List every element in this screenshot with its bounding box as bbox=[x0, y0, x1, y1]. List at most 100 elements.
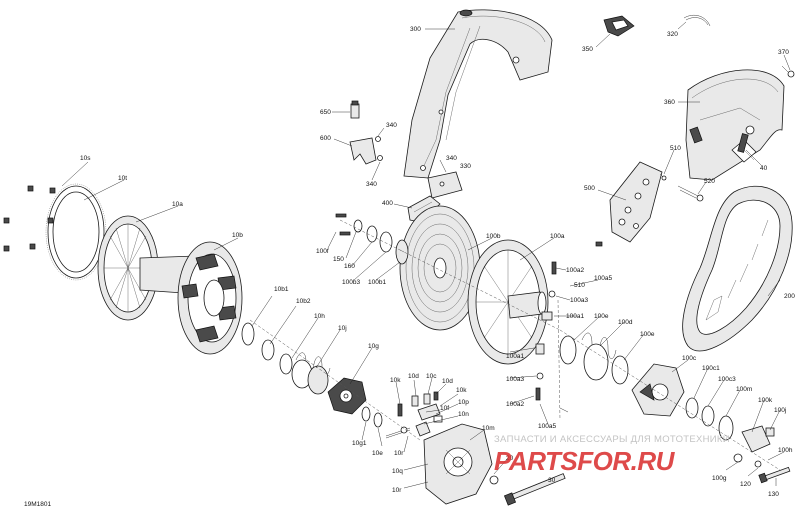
belt-guard-300 bbox=[403, 9, 553, 179]
label-340-right: 340 bbox=[446, 155, 457, 162]
label-10g1: 10g1 bbox=[352, 440, 367, 447]
label-370: 370 bbox=[778, 49, 789, 56]
label-10b: 10b bbox=[232, 232, 243, 239]
label-130: 130 bbox=[768, 491, 779, 498]
watermark: ЗАПЧАСТИ И АКСЕССУАРЫ ДЛЯ МОТОТЕХНИКИ PA… bbox=[494, 434, 730, 476]
spring-10h bbox=[279, 352, 331, 389]
label-10d-2: 10d bbox=[442, 378, 453, 385]
label-160: 160 bbox=[344, 263, 355, 270]
label-100f: 100f bbox=[316, 248, 329, 255]
cam-100c bbox=[631, 363, 685, 417]
label-100a5: 100a5 bbox=[594, 275, 612, 282]
washers-driven bbox=[335, 213, 409, 265]
label-100a1: 100a1 bbox=[566, 313, 584, 320]
label-10t: 10t bbox=[118, 175, 127, 182]
label-10d: 10d bbox=[408, 373, 419, 380]
label-520: 520 bbox=[704, 178, 715, 185]
label-100b1: 100b1 bbox=[368, 279, 386, 286]
label-10k: 10k bbox=[390, 377, 401, 384]
label-510-mid: 510 bbox=[574, 282, 585, 289]
label-100e-2: 100e bbox=[640, 331, 655, 338]
label-320: 320 bbox=[667, 31, 678, 38]
label-10f: 10f bbox=[440, 405, 449, 412]
label-120: 120 bbox=[740, 481, 751, 488]
hardware-10k-10r bbox=[385, 391, 443, 439]
label-340-lower: 340 bbox=[366, 181, 377, 188]
movable-sheave-10b bbox=[177, 241, 243, 355]
label-650: 650 bbox=[320, 109, 331, 116]
label-100a2: 100a2 bbox=[566, 267, 584, 274]
label-100m: 100m bbox=[736, 386, 752, 393]
label-100a5-b: 100a5 bbox=[538, 423, 556, 430]
label-10e: 10e bbox=[372, 450, 383, 457]
label-340-top: 340 bbox=[386, 122, 397, 129]
pin-510 bbox=[659, 173, 667, 181]
label-10m: 10m bbox=[482, 425, 495, 432]
label-10k-2: 10k bbox=[456, 387, 467, 394]
hardware-100a bbox=[535, 241, 603, 413]
label-10n: 10n bbox=[458, 411, 469, 418]
part-320 bbox=[683, 15, 711, 27]
fastener-340b bbox=[377, 155, 383, 161]
governor-10g bbox=[327, 377, 367, 415]
assembly-axes bbox=[249, 219, 781, 471]
label-100b: 100b bbox=[486, 233, 501, 240]
label-100g: 100g bbox=[712, 475, 727, 482]
driven-fixed-sheave-100a bbox=[467, 239, 549, 365]
cup-10j bbox=[307, 365, 329, 395]
cam-plate-500 bbox=[609, 161, 663, 243]
label-20: 20 bbox=[506, 455, 514, 462]
label-100h: 100h bbox=[778, 447, 793, 454]
label-600: 600 bbox=[320, 135, 331, 142]
part-40 bbox=[737, 133, 749, 153]
label-500: 500 bbox=[584, 185, 595, 192]
label-150: 150 bbox=[333, 256, 344, 263]
label-330: 330 bbox=[460, 163, 471, 170]
ring-gear-10t bbox=[45, 183, 107, 281]
bracket-600 bbox=[349, 137, 377, 165]
clip-650 bbox=[350, 100, 360, 119]
label-10r: 10r bbox=[394, 450, 404, 457]
label-10j: 10j bbox=[338, 325, 347, 332]
bolt-370 bbox=[781, 65, 795, 78]
label-100a3: 100a3 bbox=[570, 297, 588, 304]
label-100d: 100d bbox=[618, 319, 633, 326]
label-10p: 10p bbox=[458, 399, 469, 406]
driven-sheave-100b bbox=[399, 205, 481, 331]
label-300: 300 bbox=[410, 26, 421, 33]
ring-10b2 bbox=[261, 339, 275, 361]
washer-10b1 bbox=[241, 322, 255, 346]
label-510: 510 bbox=[670, 145, 681, 152]
label-100c1: 100c1 bbox=[702, 365, 720, 372]
cover-20 bbox=[423, 423, 493, 505]
label-10b1: 10b1 bbox=[274, 286, 289, 293]
label-10b2: 10b2 bbox=[296, 298, 311, 305]
leader-lines bbox=[61, 21, 791, 489]
label-10s: 10s bbox=[80, 155, 91, 162]
washer-100c3 bbox=[701, 405, 715, 427]
label-100j: 100j bbox=[774, 407, 786, 414]
drive-belt-200 bbox=[682, 185, 793, 352]
label-100k: 100k bbox=[758, 397, 773, 404]
label-100e: 100e bbox=[594, 313, 609, 320]
ring-10e bbox=[373, 412, 383, 428]
label-10g: 10g bbox=[368, 343, 379, 350]
bracket-330 bbox=[427, 171, 463, 199]
label-200: 200 bbox=[784, 293, 795, 300]
label-10c: 10c bbox=[426, 373, 437, 380]
spring-100d bbox=[559, 332, 629, 385]
label-100b3: 100b3 bbox=[342, 279, 360, 286]
label-10h: 10h bbox=[314, 313, 325, 320]
label-100c3: 100c3 bbox=[718, 376, 736, 383]
belt-guard-360 bbox=[685, 69, 785, 181]
bolts-10s bbox=[3, 185, 56, 252]
label-400: 400 bbox=[382, 200, 393, 207]
watermark-caption: ЗАПЧАСТИ И АКСЕССУАРЫ ДЛЯ МОТОТЕХНИКИ bbox=[494, 434, 730, 445]
label-40: 40 bbox=[760, 165, 768, 172]
label-10q: 10q bbox=[392, 468, 403, 475]
label-100c: 100c bbox=[682, 355, 697, 362]
label-360: 360 bbox=[664, 99, 675, 106]
hardware-100k-130 bbox=[733, 425, 791, 484]
